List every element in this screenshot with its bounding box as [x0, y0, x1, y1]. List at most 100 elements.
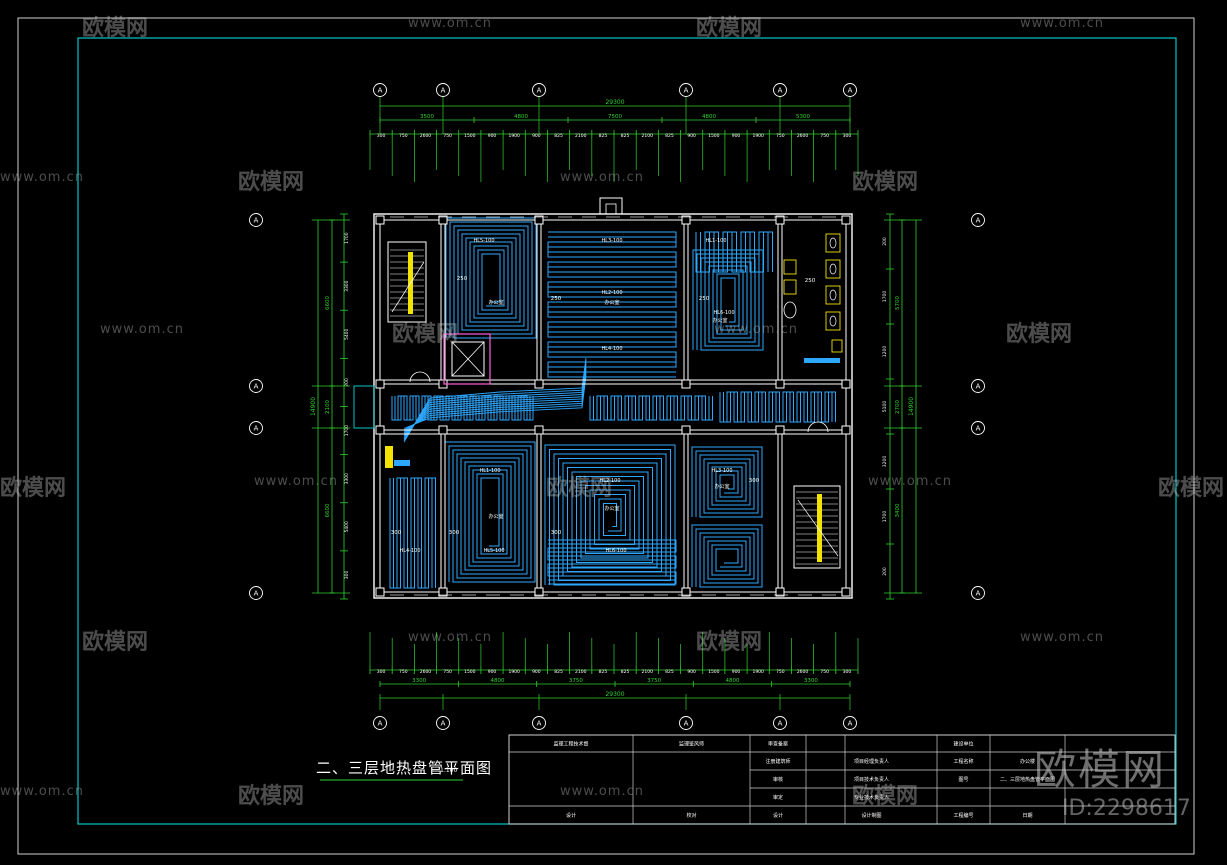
title-block-cell: 工程编号 — [953, 812, 973, 819]
right-dim-part-text: 2700 — [895, 400, 901, 414]
structural-column — [375, 587, 385, 597]
title-block-cell: 设计 — [566, 812, 576, 819]
axis-bubble-circle — [249, 213, 263, 227]
door-swing — [817, 421, 829, 433]
top-dim-fine-text: 900 — [732, 133, 741, 139]
top-dim-span-text: 3500 — [420, 114, 434, 120]
axis-bubble-label: A — [537, 720, 542, 728]
left-dim-fine-text: 1700 — [344, 232, 350, 244]
loop-label: HL3-100 — [711, 468, 732, 474]
pipe-spacing-label: 250 — [551, 296, 562, 302]
bottom-dim-span-text: 3750 — [647, 678, 661, 684]
structural-column — [775, 379, 785, 389]
structural-column — [375, 379, 385, 389]
pipe-coil-room-top-1 — [445, 217, 537, 339]
room-name: 办公室 — [604, 505, 619, 512]
axis-bubble-label: A — [976, 590, 981, 598]
axis-bubble-circle — [971, 379, 985, 393]
top-dim-fine-text: 900 — [687, 133, 696, 139]
pipe-coil-room-top-2 — [547, 231, 677, 373]
sink-box — [783, 279, 797, 295]
axis-bubble-circle — [249, 586, 263, 600]
title-block-cell: 审查备案 — [768, 741, 788, 748]
bottom-dim-total-text: 29300 — [605, 691, 624, 698]
title-block-cell: 图号 — [958, 777, 968, 783]
bottom-dim-fine-text: 1500 — [464, 669, 476, 675]
toilet-fixture — [829, 315, 837, 327]
bottom-dim-fine-text: 750 — [776, 669, 785, 675]
axis-bubble-label: A — [254, 217, 259, 225]
title-block-cell: 工程名称 — [953, 758, 973, 765]
bottom-dim-fine-text: 2100 — [642, 669, 654, 675]
left-dim-fine-text: 1700 — [344, 425, 350, 437]
stair-handrail — [817, 494, 822, 562]
bottom-dim-fine-text: 900 — [488, 669, 497, 675]
title-block-cell: 专业技术负责人 — [854, 794, 889, 801]
pipe-coil-room-bottom-5 — [691, 524, 763, 588]
axis-bubble-label: A — [976, 425, 981, 433]
structural-column — [775, 425, 785, 435]
axis-bubble-circle — [971, 213, 985, 227]
bottom-dim-fine-text: 825 — [599, 669, 608, 675]
pipe-coil-room-bottom-3 — [549, 449, 671, 585]
right-dim-part-text: 3400 — [895, 503, 901, 517]
bottom-dim-fine-text: 750 — [443, 669, 452, 675]
bottom-dim-fine-text: 825 — [665, 669, 674, 675]
left-dim-fine-text: 5400 — [344, 521, 350, 533]
right-dim-fine-text: 1200 — [882, 346, 888, 358]
pipe-spacing-label: 300 — [749, 478, 760, 484]
drawing-scale: 1:100 — [440, 767, 458, 774]
structural-column — [534, 587, 544, 597]
top-dim-fine-text: 750 — [399, 133, 408, 139]
right-dim-fine-text: 1700 — [882, 511, 888, 523]
structural-column — [681, 425, 691, 435]
top-dim-fine-text: 900 — [488, 133, 497, 139]
stair-arrow — [797, 499, 839, 557]
pipe-coil-corridor-mid — [593, 395, 713, 421]
stair-right — [793, 485, 841, 569]
axis-bubble-circle — [373, 83, 387, 97]
top-dim-fine-text: 825 — [665, 133, 674, 139]
bottom-dim-fine-text: 750 — [820, 669, 829, 675]
bottom-dim-fine-text: 2600 — [420, 669, 432, 675]
axis-bubble-label: A — [254, 590, 259, 598]
axis-bubble-circle — [249, 421, 263, 435]
room-name: 办公室 — [488, 513, 503, 520]
left-dim-total-text: 14900 — [310, 397, 317, 416]
watermark-large-logo: 欧模网 — [1034, 745, 1167, 794]
title-block-cell: 设计 — [773, 812, 783, 819]
room-name: 办公室 — [714, 483, 729, 490]
axis-bubble-label: A — [441, 720, 446, 728]
structural-column — [375, 425, 385, 435]
door-swing — [807, 421, 819, 433]
axis-bubble-label: A — [254, 425, 259, 433]
left-dim-fine-text: 300 — [344, 571, 350, 580]
left-dim-fine-text: 3300 — [344, 473, 350, 485]
bottom-dim-span-text: 3300 — [804, 678, 818, 684]
title-block-cell: 审定 — [773, 794, 783, 801]
top-dim-fine-text: 825 — [554, 133, 563, 139]
axis-bubble-circle — [373, 716, 387, 730]
axis-bubble-circle — [436, 83, 450, 97]
right-dim-part-text: 5700 — [895, 296, 901, 310]
structural-column — [375, 215, 385, 225]
top-dim-fine-text: 2100 — [575, 133, 587, 139]
axis-bubble-circle — [971, 586, 985, 600]
toilet-stall — [825, 233, 841, 253]
floor-drain — [831, 339, 843, 353]
right-dim-fine-text: 3200 — [882, 456, 888, 468]
loop-label: HL2-100 — [601, 290, 622, 296]
top-dim-fine-text: 750 — [776, 133, 785, 139]
title-block: 监理工程技术督监理鉴风师审查备案建设单位注册建筑师项目经理负责人工程名称办公楼审… — [320, 734, 1176, 825]
axis-bubble-circle — [971, 421, 985, 435]
axis-bubble-label: A — [684, 87, 689, 95]
loop-label: HL6-100 — [713, 310, 734, 316]
right-dim-fine-text: 200 — [882, 567, 888, 576]
top-dim-fine-text: 1500 — [708, 133, 720, 139]
toilet-stall — [825, 259, 841, 279]
top-dim-fine-text: 300 — [843, 133, 852, 139]
title-block-cell: 注册建筑师 — [765, 758, 790, 765]
loop-label: HL3-100 — [601, 238, 622, 244]
top-dim-span-text: 7500 — [608, 114, 622, 120]
